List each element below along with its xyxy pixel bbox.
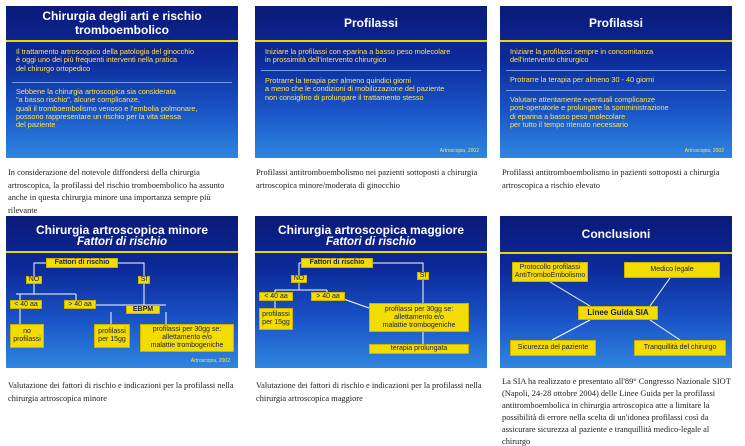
slide-subtitle: Fattori di rischio (325, 236, 417, 248)
slide-caption: Valutazione dei fattori di rischio e ind… (256, 381, 482, 403)
slide-paragraph: Sebbene la chirurgia artroscopica sia co… (16, 87, 198, 130)
box-linee-guida-sia: Linee Guida SIA (578, 306, 658, 320)
box-sicurezza-paziente: Sicurezza del paziente (510, 340, 596, 356)
slide-caption: In considerazione del notevole diffonder… (8, 168, 225, 215)
slide-title: Chirurgia artroscopica maggiore (277, 223, 465, 237)
paragraph-divider (12, 82, 232, 83)
box-no: NO (291, 275, 307, 283)
slide-profilassi-elevato: Profilassi Iniziare la profilassi sempre… (500, 6, 732, 158)
box-profilassi-30gg: profilassi per 30gg se: allettamento e/o… (140, 324, 234, 352)
box-si: SI (417, 272, 429, 280)
slide-paragraph: Valutare attentamente eventuali complica… (510, 95, 669, 129)
slide-subtitle: Fattori di rischio (76, 236, 168, 248)
box-protocollo-profilassi: Protocollo profilassi AntiTromboEmbolism… (512, 262, 588, 282)
box-under-40: < 40 aa (259, 292, 293, 301)
title-divider (255, 251, 487, 253)
slide-profilassi-minore: Profilassi Iniziare la profilassi con ep… (255, 6, 487, 158)
slide-caption: Valutazione dei fattori di rischio e ind… (8, 381, 234, 403)
box-ebpm: EBPM (126, 305, 160, 314)
box-fattori-di-rischio: Fattori di rischio (46, 258, 118, 268)
title-divider (6, 40, 238, 42)
slide-title: Chirurgia degli arti e rischio tromboemb… (42, 9, 202, 37)
title-divider (500, 252, 732, 254)
title-divider (6, 251, 238, 253)
paragraph-divider (506, 90, 726, 91)
slide-paragraph: Il trattamento artroscopico della patolo… (16, 47, 195, 73)
box-terapia-prolungata: terapia prolungata (369, 344, 469, 354)
box-no: NO (26, 276, 42, 284)
flowchart-connectors (549, 277, 681, 341)
slide-paragraph: Protrarre la terapia per almeno quindici… (265, 76, 445, 102)
box-over-40: > 40 aa (64, 300, 96, 309)
box-tranquillita-chirurgo: Tranquillità del chirurgo (634, 340, 726, 356)
box-no-profilassi: no profilassi (10, 324, 44, 348)
slide-paragraph: Iniziare la profilassi con eparina a bas… (265, 47, 451, 65)
slide-title: Profilassi (588, 16, 644, 30)
source-note: Artroscopia, 2002 (684, 148, 724, 154)
box-medico-legale: Medico legale (624, 262, 720, 278)
box-over-40: > 40 aa (311, 292, 345, 301)
box-profilassi-30gg: profilassi per 30gg se: allettamento e/o… (369, 303, 469, 332)
slide-chirurgia-maggiore: Chirurgia artroscopica maggiore Fattori … (255, 216, 487, 368)
title-divider (255, 40, 487, 42)
box-si: SI (138, 276, 150, 284)
slide-caption: La SIA ha realizzato e presentato all'89… (502, 377, 731, 446)
slide-paragraph: Protrarre la terapia per almeno 30 - 40 … (510, 75, 654, 84)
title-divider (500, 40, 732, 42)
paragraph-divider (506, 70, 726, 71)
slide-paragraph: Iniziare la profilassi sempre in concomi… (510, 47, 654, 65)
slide-title: Profilassi (343, 16, 399, 30)
slide-caption: Profilassi antitromboembolismo nei pazie… (256, 168, 478, 190)
slide-caption: Profilassi antitromboembolismo in pazien… (502, 168, 720, 190)
box-profilassi-15gg: profilassi per 15gg (259, 308, 293, 330)
slide-title: Chirurgia artroscopica minore (35, 223, 209, 237)
paragraph-divider (261, 70, 481, 71)
slide-conclusioni: Conclusioni Protocollo profilassi AntiTr… (500, 216, 732, 368)
slide-chirurgia-arti: Chirurgia degli arti e rischio tromboemb… (6, 6, 238, 158)
slide-chirurgia-minore: Chirurgia artroscopica minore Fattori di… (6, 216, 238, 368)
source-note: Artroscopia, 2002 (439, 148, 479, 154)
box-profilassi-15gg: profilassi per 15gg (94, 324, 130, 348)
box-under-40: < 40 aa (10, 300, 42, 309)
source-note: Artroscopia, 2002 (190, 358, 230, 364)
box-fattori-di-rischio: Fattori di rischio (301, 258, 373, 268)
slide-title: Conclusioni (581, 227, 651, 241)
